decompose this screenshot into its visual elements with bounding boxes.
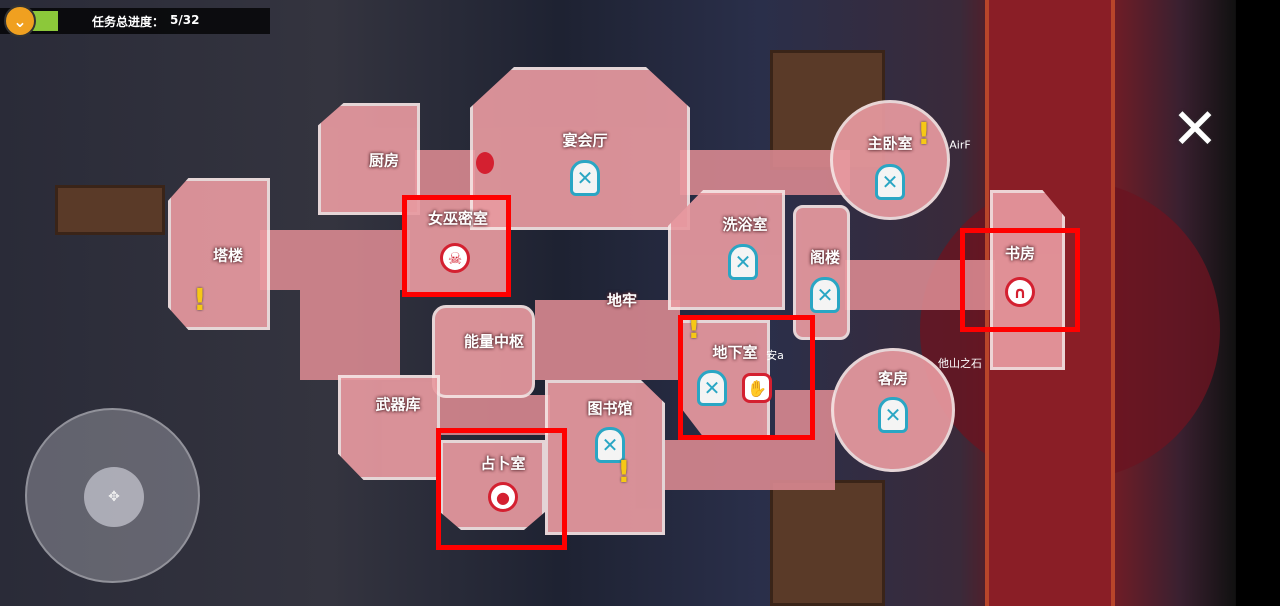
room-energy[interactable] <box>432 305 535 398</box>
corridor <box>415 150 475 200</box>
corridor <box>535 300 680 380</box>
room-tower[interactable] <box>168 178 270 330</box>
room-armory[interactable] <box>338 375 440 480</box>
label-banquet: 宴会厅 <box>562 131 608 150</box>
progress-label: 任务总进度： <box>92 15 165 29</box>
alert-icon: ! <box>917 117 931 152</box>
progress-bar: 任务总进度： 5/32 <box>0 8 270 34</box>
dining-table <box>770 480 885 606</box>
label-attic: 阁楼 <box>809 248 841 267</box>
player-name: 他山之石 <box>938 357 982 370</box>
player-name: AirF <box>949 138 971 152</box>
corridor <box>260 230 410 290</box>
highlight-basement <box>678 315 815 440</box>
close-map-button[interactable]: ✕ <box>1171 97 1219 162</box>
joystick-knob-icon[interactable]: ✥ <box>84 467 144 527</box>
task-icon[interactable]: ✕ <box>595 427 625 463</box>
kitchen-counter <box>55 185 165 235</box>
corridor <box>300 290 400 380</box>
label-basement: 地下室 <box>712 343 758 362</box>
label-armory: 武器库 <box>375 395 421 414</box>
door-icon[interactable]: ∩ <box>1005 277 1035 307</box>
label-energy: 能量中枢 <box>463 332 525 351</box>
skull-icon[interactable]: ☠ <box>440 243 470 273</box>
crystal-ball-icon[interactable]: ● <box>488 482 518 512</box>
task-icon[interactable]: ✕ <box>810 277 840 313</box>
label-kitchen: 厨房 <box>368 151 400 170</box>
task-icon[interactable]: ✕ <box>878 397 908 433</box>
joystick[interactable]: ✥ <box>25 408 200 583</box>
label-bath: 洗浴室 <box>722 215 768 234</box>
highlight-study <box>960 228 1080 332</box>
corridor <box>680 150 850 195</box>
alert-icon: ! <box>617 455 631 490</box>
corridor <box>665 440 835 490</box>
hand-icon[interactable]: ✋ <box>742 373 772 403</box>
alert-icon: ! <box>193 283 207 318</box>
corridor <box>845 260 995 310</box>
label-tower: 塔楼 <box>212 246 244 265</box>
progress-fill <box>30 11 58 31</box>
screen-edge <box>1236 0 1280 606</box>
task-icon[interactable]: ✕ <box>570 160 600 196</box>
task-icon[interactable]: ✕ <box>728 244 758 280</box>
room-bath[interactable] <box>668 190 785 310</box>
label-library: 图书馆 <box>587 399 633 418</box>
label-witch: 女巫密室 <box>427 209 489 228</box>
label-dungeon: 地牢 <box>606 291 638 310</box>
player-marker-icon <box>476 152 494 174</box>
room-master[interactable] <box>830 100 950 220</box>
corridor <box>775 390 835 440</box>
task-icon[interactable]: ✕ <box>875 164 905 200</box>
expand-tasks-button[interactable]: ⌄ <box>4 5 36 37</box>
label-master: 主卧室 <box>867 134 913 153</box>
progress-value: 5/32 <box>170 13 200 27</box>
label-study: 书房 <box>1004 244 1036 263</box>
label-guest: 客房 <box>877 369 909 388</box>
highlight-divination <box>436 428 567 550</box>
player-name: 安a <box>766 349 784 362</box>
label-divination: 占卜室 <box>480 454 526 473</box>
highlight-witch <box>402 195 511 297</box>
task-icon[interactable]: ✕ <box>697 370 727 406</box>
